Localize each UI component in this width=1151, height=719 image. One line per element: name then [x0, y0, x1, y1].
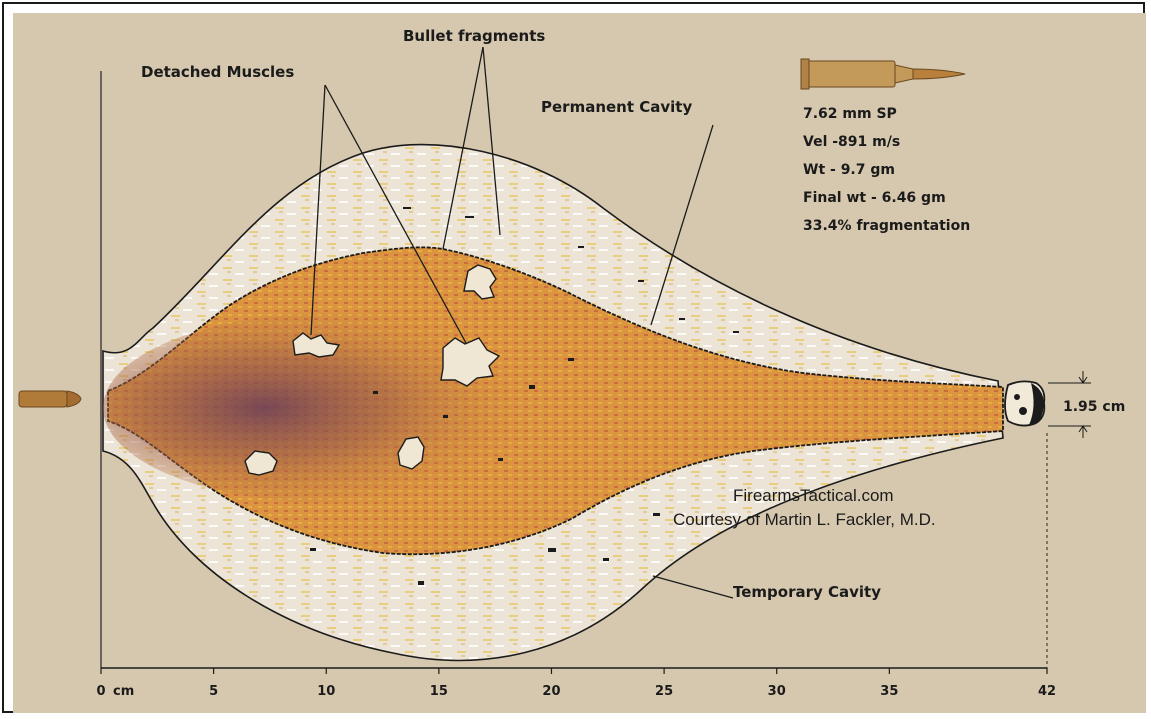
permanent-cavity-label: Permanent Cavity — [541, 98, 692, 116]
detached-muscles-label: Detached Muscles — [141, 63, 294, 81]
axis-tick-label: 30 — [768, 684, 786, 699]
axis-tick-label: 10 — [317, 684, 335, 699]
dense-core-area — [103, 313, 563, 503]
axis-unit-label: cm — [113, 684, 134, 699]
bullet-fragments-label: Bullet fragments — [403, 27, 545, 45]
axis-tick-label: 15 — [430, 684, 448, 699]
wound-profile-diagram: 1.95 cm Detached Muscles Bullet fragment… — [13, 13, 1146, 713]
depth-axis-ticks: 0 cm 5 10 15 20 25 30 35 42 — [96, 668, 1056, 699]
axis-tick-label: 20 — [542, 684, 560, 699]
axis-tick-label: 35 — [880, 684, 898, 699]
axis-tick-label: 5 — [209, 684, 218, 699]
temporary-cavity-label: Temporary Cavity — [733, 583, 881, 601]
spec-line: 33.4% fragmentation — [803, 218, 970, 234]
credit-courtesy: Courtesy of Martin L. Fackler, M.D. — [673, 510, 936, 529]
exit-bullet-fragment-icon — [1005, 381, 1044, 425]
diagram-plate: 1.95 cm Detached Muscles Bullet fragment… — [13, 13, 1146, 713]
spec-line: Vel -891 m/s — [803, 134, 900, 150]
credit-site: FirearmsTactical.com — [733, 486, 894, 505]
diameter-label: 1.95 cm — [1063, 399, 1125, 415]
cartridge-icon — [801, 59, 965, 89]
axis-tick-label: 0 — [96, 684, 105, 699]
incoming-bullet-icon — [19, 391, 81, 407]
spec-line: 7.62 mm SP — [803, 106, 897, 122]
spec-line: Wt - 9.7 gm — [803, 162, 895, 178]
cartridge-specs: 7.62 mm SP Vel -891 m/s Wt - 9.7 gm Fina… — [803, 106, 970, 234]
spec-line: Final wt - 6.46 gm — [803, 190, 946, 206]
axis-tick-label: 42 — [1038, 684, 1056, 699]
axis-tick-label: 25 — [655, 684, 673, 699]
